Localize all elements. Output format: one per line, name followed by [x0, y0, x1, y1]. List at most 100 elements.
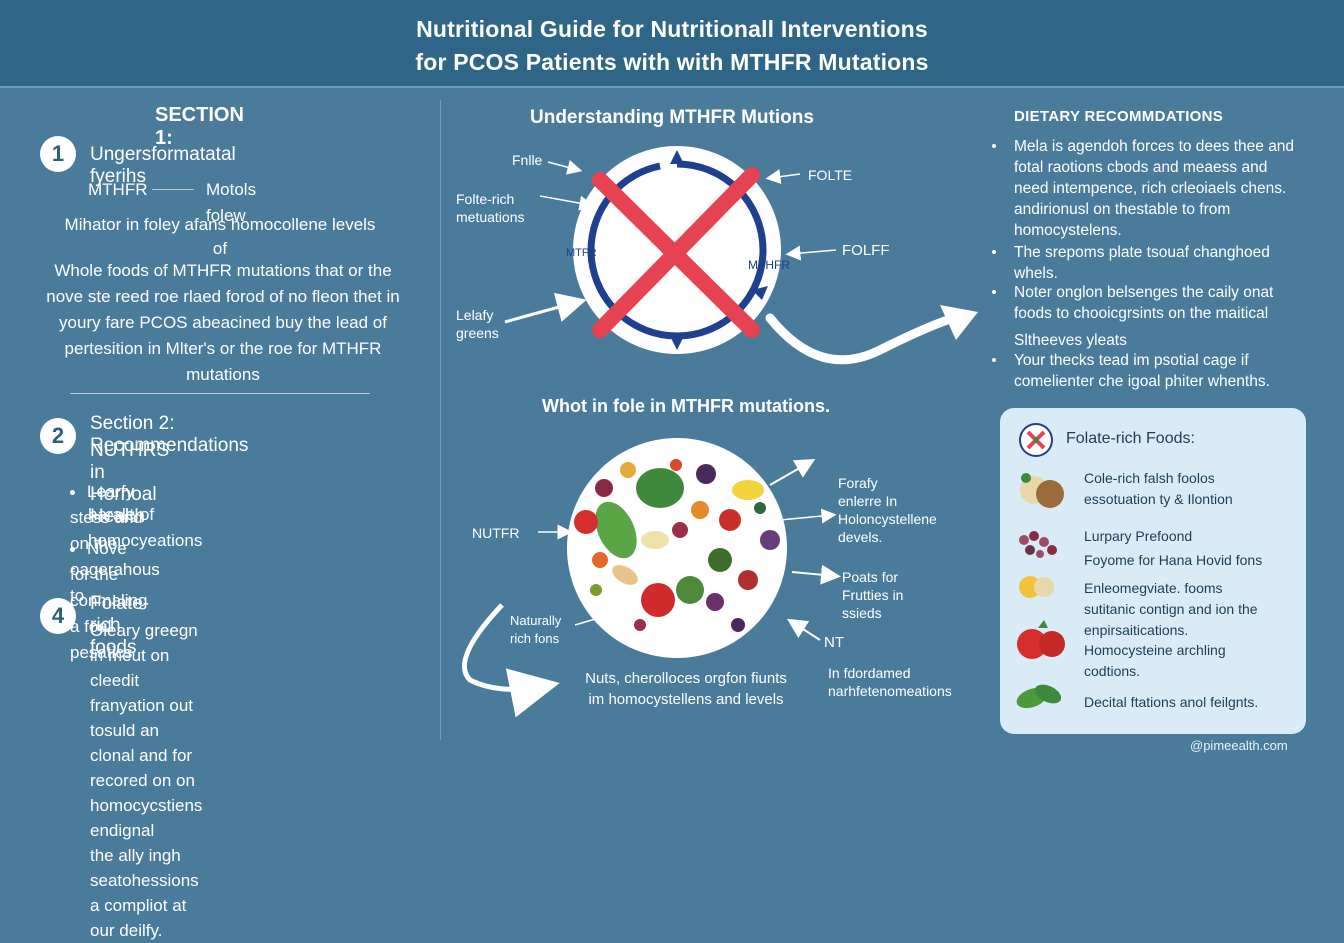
mthfr-diagram-title: Understanding MTHFR Mutions	[530, 107, 814, 128]
recommendation-bullet-3: Noter onglon belsenges the caily onat fo…	[992, 282, 1274, 324]
ring-arrowhead	[752, 286, 768, 300]
label-line: greens	[456, 325, 499, 341]
item2-title-line1: Section 2: Recommendations	[90, 413, 249, 456]
folate-foods-card: Folate-rich Foods: Cole-rich falsh foolo…	[1000, 408, 1306, 734]
connector-arrow	[547, 160, 583, 175]
item2-bullet-1-cont: harale of homocyeations	[88, 505, 203, 550]
bullet-line: whels.	[1014, 265, 1058, 282]
recommendation-subheading: Sltheeves yleats	[1014, 332, 1127, 349]
label-line: narhfetenomeations	[828, 683, 952, 699]
section1-title: SECTION 1:	[155, 104, 244, 149]
label-line: Lelafy	[456, 307, 494, 323]
bullet-line: Mela is agendoh forces to dees thee and	[1014, 138, 1295, 155]
flow-arrow	[765, 310, 970, 365]
bullet-line: foods to chooicgrsints on the maitical	[1014, 305, 1269, 322]
bullet-text: Nove for the conmaling a foal pesatics	[70, 539, 148, 662]
label-line: im homocystellens and levels	[588, 691, 784, 708]
item4-line: our deilfy.	[90, 921, 163, 940]
column-divider	[440, 100, 441, 740]
bullet-dot	[70, 547, 75, 553]
item1-para2-line: Whole foods of MTHFR mutations that or t…	[54, 261, 392, 280]
label-line: enlerre In	[838, 493, 898, 509]
folate-logo-icon	[1019, 423, 1053, 457]
ring-arrowhead	[670, 336, 684, 350]
folate-foods-title: Folate-rich Foods:	[1066, 430, 1195, 447]
bullet-line: Noter onglon belsenges the caily onat	[1014, 284, 1274, 301]
label-line: Naturally	[510, 613, 562, 628]
bullet-line: homocystelens.	[1014, 222, 1122, 239]
item1-para2-line: youry fare PCOS abeacined buy the lead o…	[59, 313, 387, 332]
curved-arrow	[461, 603, 560, 718]
item1-para2-line: pertesition in Mlter's or the roe for MT…	[64, 339, 382, 358]
bullet-line: Your thecks tead im psotial cage if	[1014, 352, 1249, 369]
label-line: Nuts, cherolloces orgfon fiunts	[585, 670, 787, 687]
label-line: Frutties in	[842, 587, 904, 603]
footer-url: @pimeealth.com	[1190, 738, 1288, 753]
cross-mark-stroke	[592, 167, 760, 338]
label-line: metuations	[456, 209, 525, 225]
bullet-dot	[992, 290, 996, 294]
connector-arrow	[779, 508, 837, 524]
food-line: Lurpary Prefoond	[1084, 528, 1193, 544]
label-folte-rich: Folte-rich metuations	[456, 190, 524, 226]
item4-line: recored on on homocycstiens endignal	[90, 771, 203, 840]
label-line: Poats for	[842, 569, 899, 585]
recommendation-bullet-1: Mela is agendoh forces to dees thee and …	[992, 136, 1295, 241]
item1-para2-line: mutations	[186, 365, 260, 384]
label-line: rich fons	[510, 631, 560, 646]
label-mtfr: MTFR	[566, 247, 597, 259]
recommendation-bullet-2: The srepoms plate tsouaf changhoed whels…	[992, 242, 1270, 284]
bullet-line: andirionusl on thestable to from	[1014, 201, 1231, 218]
label-poats: Poats for Frutties in ssieds	[842, 568, 903, 622]
item1-para1-line2: of	[212, 239, 228, 258]
folate-food-item-5: Decital ftations anol feilgnts.	[1084, 694, 1259, 710]
folate-food-item-1: Cole-rich falsh foolos essotuation ty & …	[1084, 468, 1233, 510]
citrus-icon	[1019, 576, 1054, 598]
item1-title: Ungersformatatal fyerihs	[90, 144, 236, 187]
connector-arrow	[791, 564, 841, 585]
item2-title-line2: NUTHRS in Hornoal Health	[90, 440, 170, 527]
connector-arrow	[785, 245, 837, 261]
leafy-greens-icon	[1016, 684, 1062, 709]
food-line: Enleomegviate. fooms	[1084, 580, 1223, 596]
dietary-recommendations-title: DIETARY RECOMMDATIONS	[1014, 108, 1224, 125]
section-separator	[70, 393, 370, 394]
assorted-foods	[574, 459, 780, 632]
label-line: devels.	[838, 529, 883, 545]
connector-arrow	[765, 169, 801, 185]
label-nuts: Nuts, cherolloces orgfon fiunts im homoc…	[555, 668, 817, 710]
item4-line: franyation out tosuld an clonal and for	[90, 696, 194, 765]
mthfr-connector-line	[152, 189, 194, 190]
label-fnlle: Fnlle	[512, 152, 543, 168]
item1-para2-line: nove ste reed roe rlaed forod of no fleo…	[46, 287, 400, 306]
connector-arrow	[539, 195, 595, 211]
label-line: Forafy	[838, 475, 878, 491]
bullet-dot	[70, 490, 75, 496]
label-nt: NT	[824, 634, 844, 651]
item2-number-badge: 2	[40, 418, 76, 454]
label-naturally-rich: Naturally rich fons	[510, 612, 561, 648]
mthfr-target-label: Motols folew	[206, 180, 257, 225]
item4-number-badge: 4	[40, 598, 76, 634]
mthfr-diagram-graphics	[461, 146, 978, 718]
bullet-line: fotal raotions cbods and meaess and	[1014, 159, 1268, 176]
label-nutfr: NUTFR	[472, 525, 520, 541]
item1-number-badge: 1	[40, 136, 76, 172]
label-mthfr: MTHFR	[748, 258, 790, 272]
mthfr-label: MTHFR	[88, 180, 148, 199]
bullet-line: The srepoms plate tsouaf changhoed	[1014, 244, 1270, 261]
page-title-line1: Nutritional Guide for Nutritionall Inter…	[416, 16, 928, 42]
item4-line: the ally ingh seatohessions a compliot a…	[90, 846, 199, 915]
plate-diagram-title: Whot in fole in MTHFR mutations.	[542, 396, 830, 416]
label-line: Holoncystellene	[838, 511, 937, 527]
folate-food-item-4: Homocysteine archling codtions.	[1084, 640, 1226, 682]
legumes-icon	[1019, 531, 1057, 558]
ring-arrowhead	[670, 150, 684, 164]
leafy-greens-arrow	[504, 292, 587, 324]
bullet-dot	[992, 144, 996, 148]
bullet-text: Learfy stess and on the oagerahous to	[70, 482, 160, 605]
food-line: enpirsaitications.	[1084, 622, 1189, 638]
bullet-line: comelienter che igoal phiter whenths.	[1014, 373, 1270, 390]
label-forafy: Forafy enlerre In Holoncystellene devels…	[838, 474, 937, 546]
folate-food-item-2: Lurpary Prefoond Foyome for Hana Hovid f…	[1084, 524, 1262, 572]
